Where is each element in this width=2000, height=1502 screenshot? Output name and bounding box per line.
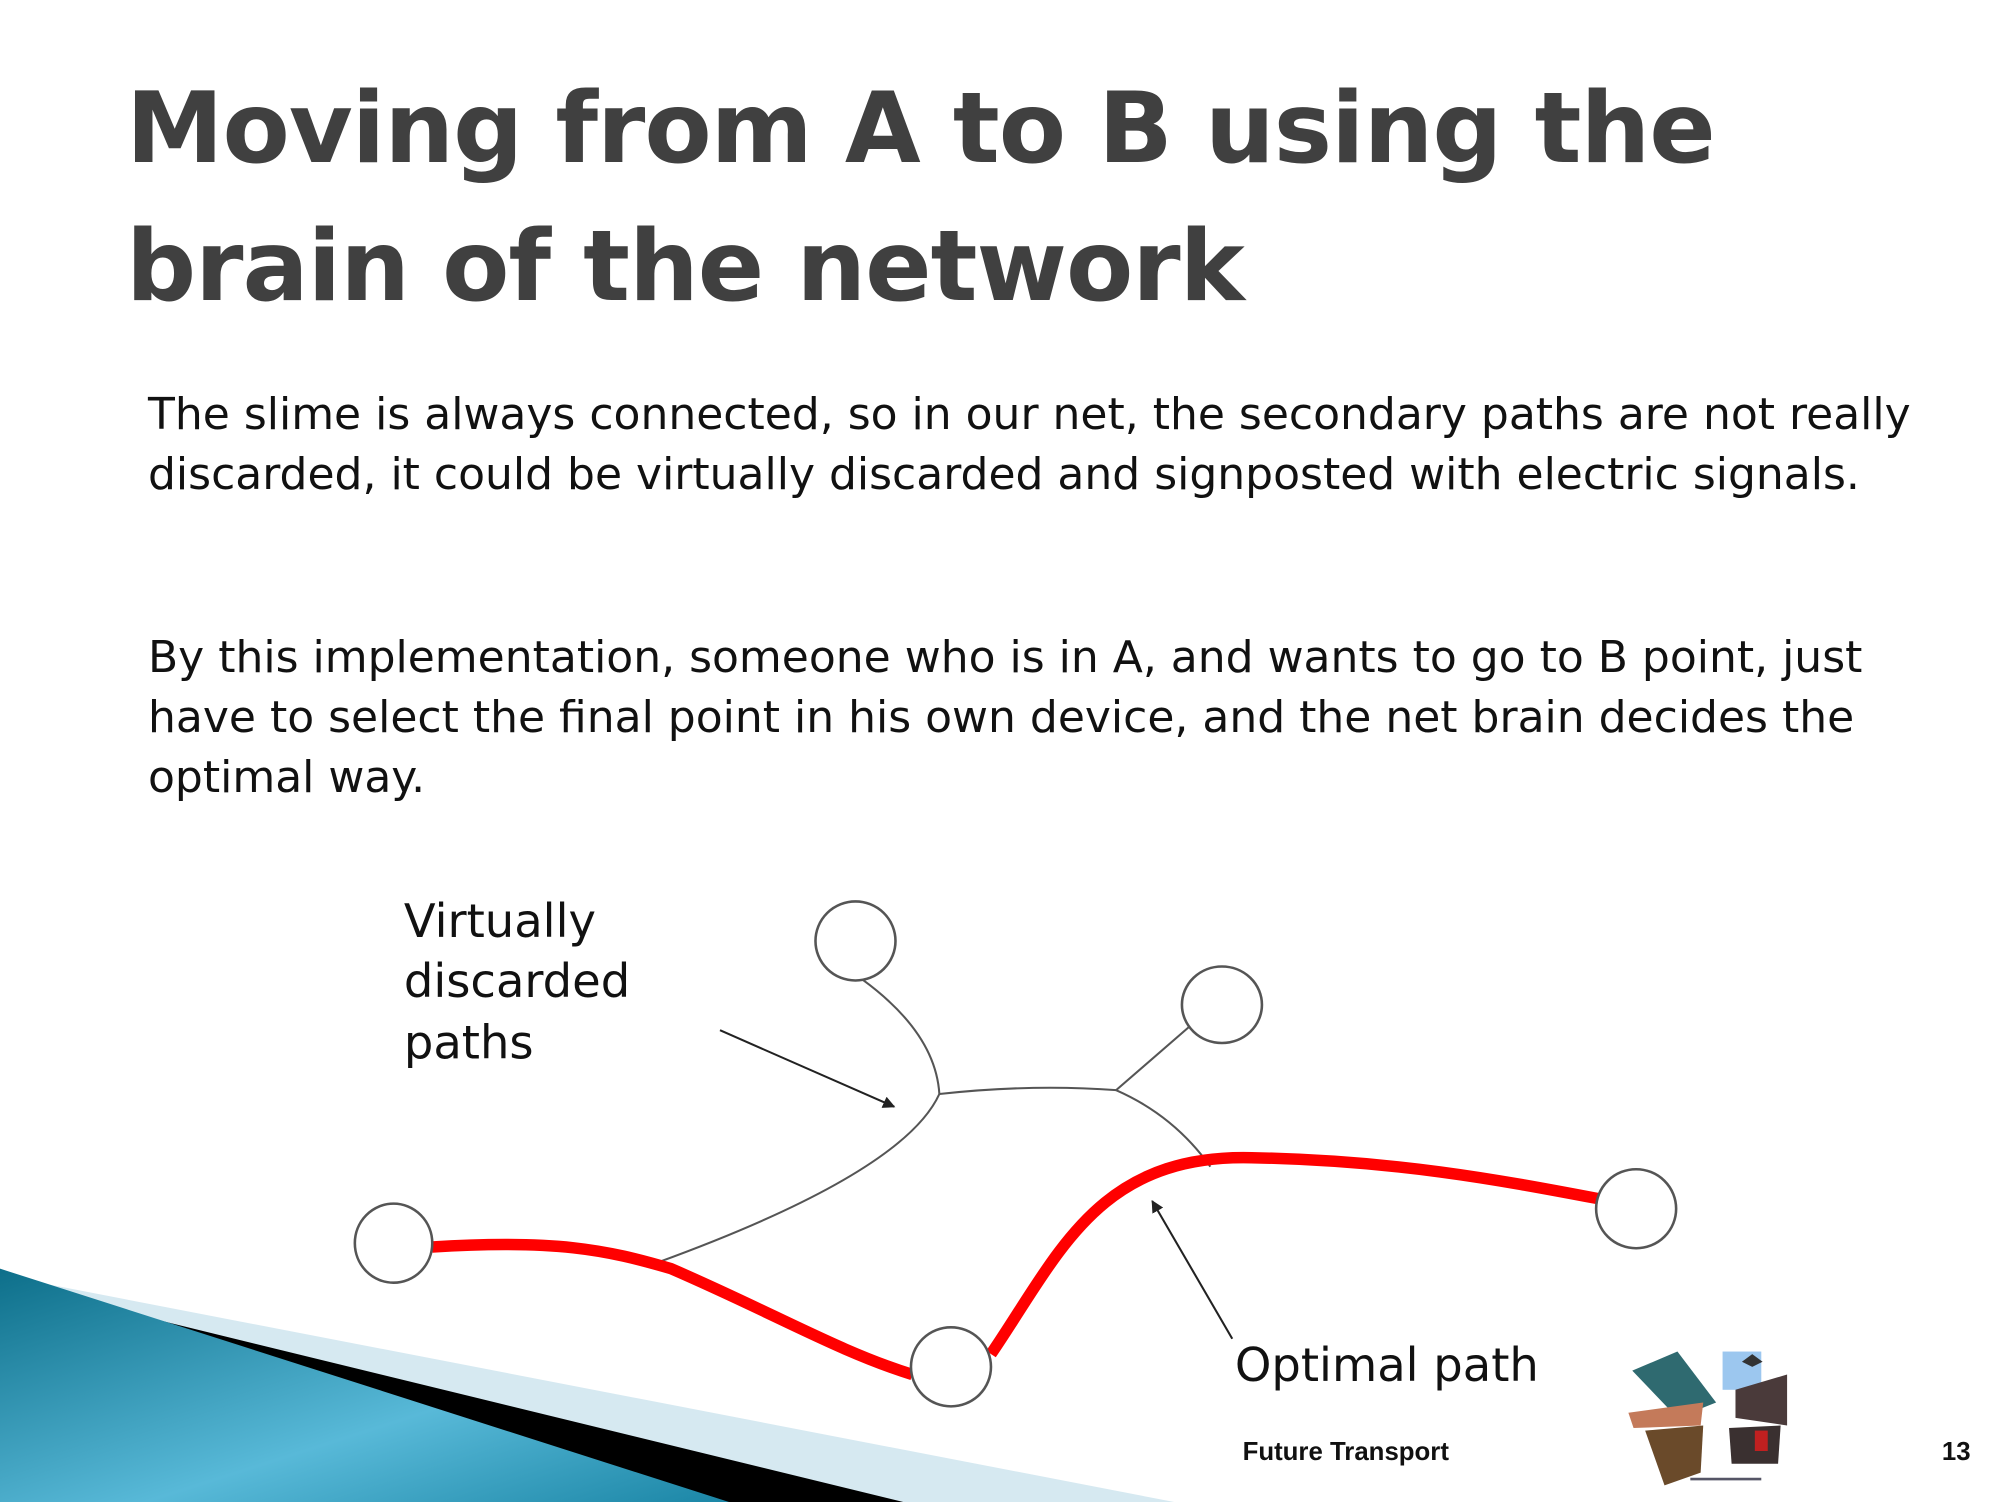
discarded-paths xyxy=(657,978,1212,1264)
title-line-1: Moving from A to B using the xyxy=(126,72,1716,186)
slide-title: Moving from A to B using the brain of th… xyxy=(126,60,1926,336)
node-a xyxy=(353,1202,434,1284)
label-discarded-3: paths xyxy=(404,1016,534,1070)
label-discarded-1: Virtually xyxy=(404,894,596,948)
footer-text: Future Transport xyxy=(1243,1438,1450,1466)
arrow-discarded xyxy=(719,1029,896,1108)
title-line-2: brain of the network xyxy=(126,210,1245,324)
optimal-path-2 xyxy=(986,1151,1599,1358)
paragraph-2: By this implementation, someone who is i… xyxy=(148,632,1863,803)
arrow-optimal xyxy=(1151,1200,1234,1340)
node-b xyxy=(1594,1167,1678,1250)
node-top xyxy=(814,900,897,982)
transport-logo-image xyxy=(1628,1351,1788,1486)
node-bottom xyxy=(909,1326,993,1408)
decor-blue-triangle xyxy=(0,1268,730,1502)
label-optimal-path: Optimal path xyxy=(1235,1338,1539,1392)
label-discarded-2: discarded xyxy=(404,954,630,1008)
page-number: 13 xyxy=(1942,1438,1971,1466)
node-upper-right xyxy=(1180,965,1264,1045)
paragraph-1: The slime is always connected, so in our… xyxy=(148,389,1911,500)
optimal-path xyxy=(431,1238,915,1380)
